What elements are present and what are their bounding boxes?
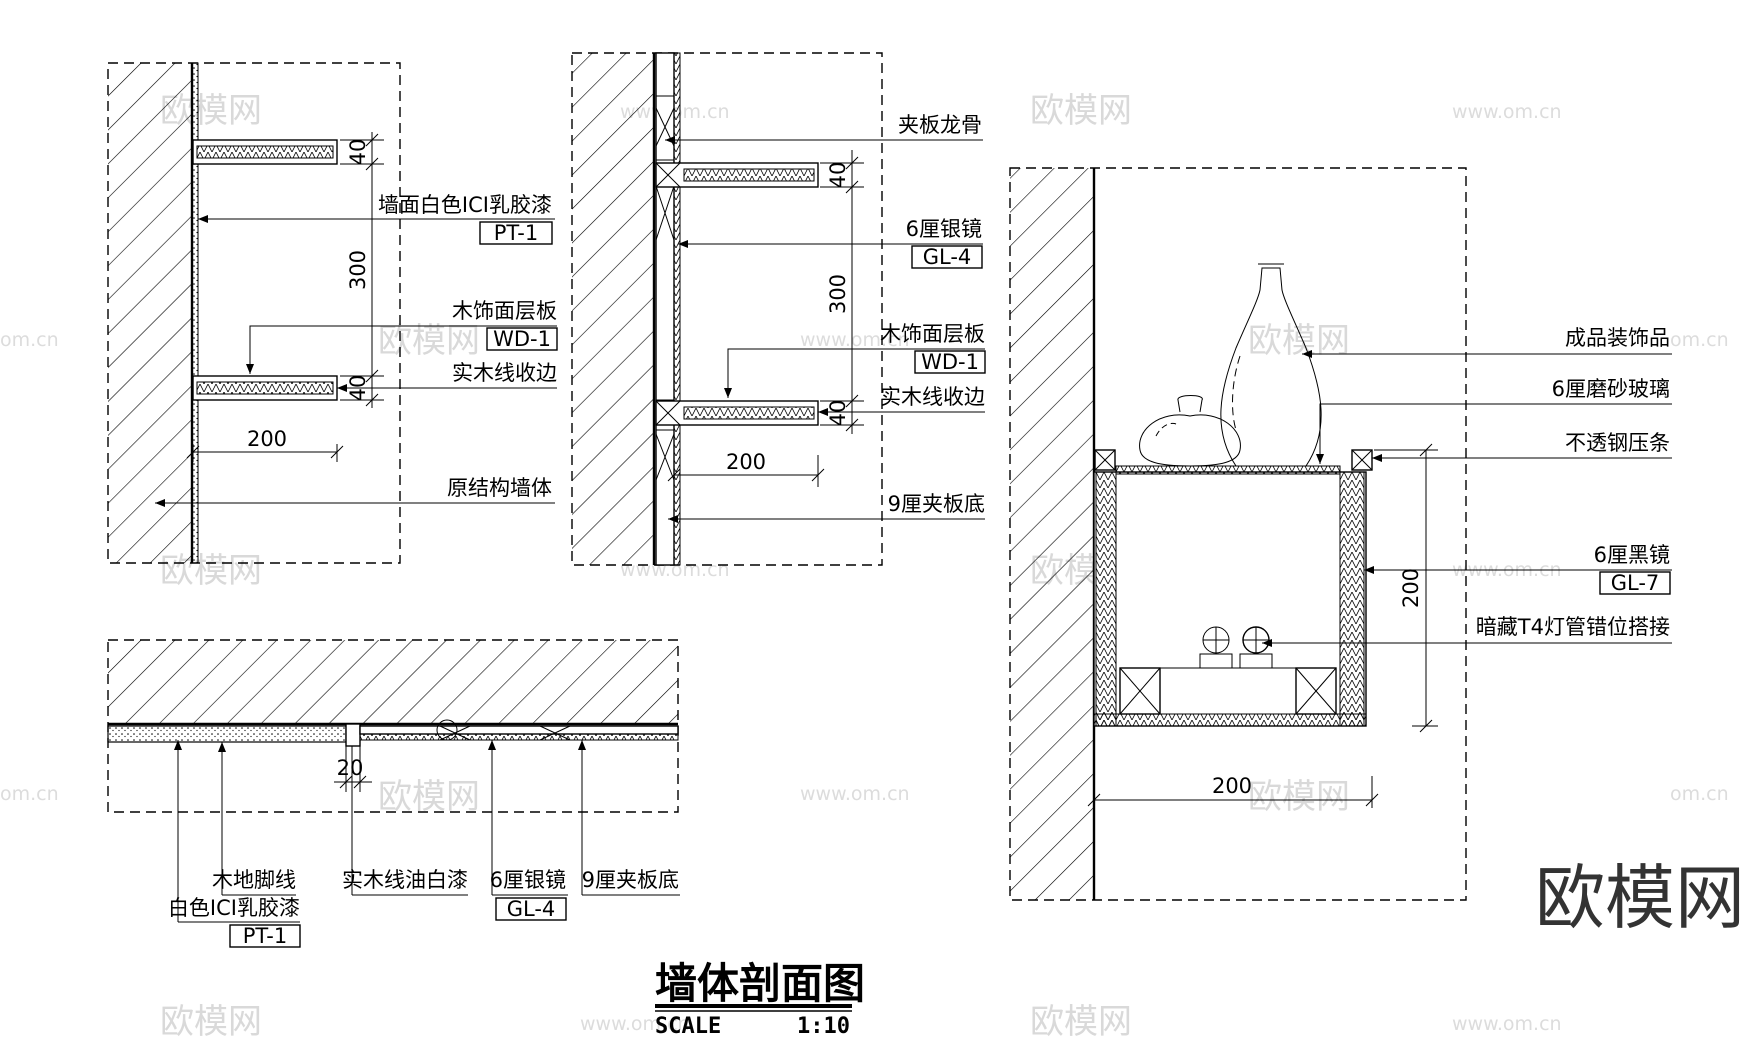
detail-a-label-wall: 原结构墙体 (447, 476, 552, 500)
watermark-url: om.cn (0, 329, 59, 351)
detail-c-label-plywood: 9厘夹板底 (582, 868, 679, 892)
detail-c-label-skirting: 木地脚线 (212, 868, 296, 892)
watermark-layer: 欧模网 欧模网 欧模网 欧模网 欧模网 欧模网 欧模网 欧模网 欧模网 欧模网 … (0, 91, 1729, 1041)
detail-d-vase-small (1139, 414, 1241, 467)
detail-b-tag-mirror (911, 245, 983, 269)
detail-b-tag-veneer (914, 350, 986, 374)
watermark-brand: 欧模网 (378, 777, 480, 817)
watermark-url: www.om.cn (580, 1013, 690, 1035)
detail-b-dim-bottom: 40 (826, 400, 850, 427)
watermark-url: om.cn (1670, 329, 1729, 351)
detail-d-dim-height: 200 (1399, 568, 1423, 608)
drawing-title: 墙体剖面图 (655, 959, 865, 1008)
watermark-url: www.om.cn (1452, 1013, 1562, 1035)
detail-b-shelf-upper-core (683, 168, 815, 182)
detail-c-label-mirror: 6厘银镜 (490, 868, 566, 892)
detail-b-dim-width: 200 (726, 450, 766, 474)
detail-a-label-veneer: 木饰面层板 (452, 299, 557, 323)
detail-b-mirror-layer (673, 52, 681, 566)
watermark-url: om.cn (0, 783, 59, 805)
detail-a-tag-paint-code: PT-1 (494, 221, 539, 245)
detail-a-dim-width: 200 (247, 427, 287, 451)
detail-b-section: 40 300 40 200 夹板龙骨 6厘银镜 GL-4 木饰面层板 WD-1 … (571, 52, 986, 566)
watermark-brand: 欧模网 (1030, 1002, 1132, 1041)
detail-b-dim-middle: 300 (826, 274, 850, 314)
watermark-url: www.om.cn (1452, 101, 1562, 123)
detail-d-tag-black-mirror (1599, 571, 1671, 595)
detail-c-section: 20 木地脚线 白色ICI乳胶漆 PT-1 实木线油白漆 6厘银镜 GL-4 9… (107, 639, 680, 948)
detail-a-shelf-upper-core (196, 145, 334, 159)
detail-b-label-plywood: 9厘夹板底 (888, 492, 985, 516)
detail-d-vase-tall (1220, 267, 1322, 467)
detail-c-paint-strip (107, 725, 347, 743)
detail-c-label-trim: 实木线油白漆 (342, 868, 468, 892)
detail-b-wall-hatch (572, 53, 654, 565)
detail-b-tag-mirror-code: GL-4 (923, 245, 972, 269)
scale-label: SCALE (655, 1014, 721, 1039)
detail-c-label-paint: 白色ICI乳胶漆 (168, 896, 300, 920)
detail-b-frame (571, 52, 883, 566)
detail-b-label-keel: 夹板龙骨 (898, 113, 982, 137)
watermark-brand: 欧模网 (160, 1002, 262, 1041)
watermark-logo: 欧模网 (1535, 857, 1740, 939)
detail-a-tag-veneer-code: WD-1 (493, 327, 551, 351)
detail-c-tag-mirror (495, 897, 567, 921)
detail-b-label-edge: 实木线收边 (880, 385, 985, 409)
watermark-brand: 欧模网 (1248, 777, 1350, 817)
detail-a-label-edge: 实木线收边 (452, 361, 557, 385)
detail-c-tag-paint-code: PT-1 (243, 924, 288, 948)
watermark-url: www.om.cn (800, 329, 910, 351)
watermark-brand: 欧模网 (378, 321, 480, 361)
detail-d-bottom-panel (1093, 713, 1367, 727)
detail-a-label-paint: 墙面白色ICI乳胶漆 (378, 193, 552, 217)
detail-a-wall-hatch (108, 63, 192, 563)
detail-b-keel-crosses (655, 95, 675, 481)
detail-a-paint-layer (191, 62, 199, 564)
detail-a-shelf-lower-core (196, 381, 334, 395)
watermark-brand: 欧模网 (1030, 91, 1132, 131)
detail-a-tag-paint (479, 221, 553, 245)
detail-d-label-black-mirror: 6厘黑镜 (1594, 543, 1670, 567)
detail-d-right-panel (1339, 471, 1365, 727)
detail-d-label-light: 暗藏T4灯管错位搭接 (1476, 615, 1670, 639)
detail-a-dim-middle: 300 (346, 250, 370, 290)
detail-d-label-strip: 不透钢压条 (1565, 431, 1670, 455)
title-block: 墙体剖面图 SCALE 1:10 (655, 959, 865, 1039)
detail-a-tag-veneer (486, 327, 558, 351)
detail-c-dim-gap: 20 (337, 756, 364, 780)
detail-b-keel-strip (655, 52, 675, 566)
detail-d-dim-width: 200 (1212, 774, 1252, 798)
detail-d-frosted-glass (1115, 465, 1341, 475)
detail-c-tag-mirror-code: GL-4 (507, 897, 556, 921)
detail-b-label-mirror: 6厘银镜 (906, 217, 982, 241)
detail-c-wall-hatch (108, 640, 678, 724)
scale-value: 1:10 (797, 1014, 850, 1039)
detail-c-tag-paint (229, 924, 301, 948)
detail-a-section: 40 300 40 200 墙面白色ICI乳胶漆 PT-1 木饰面层板 WD-1… (107, 62, 558, 564)
detail-d-tag-black-mirror-code: GL-7 (1611, 571, 1660, 595)
detail-d-label-ornament: 成品装饰品 (1565, 326, 1670, 350)
detail-c-plywood-strip (359, 725, 679, 735)
detail-c-mirror-strip (359, 733, 679, 741)
watermark-url: om.cn (1670, 783, 1729, 805)
detail-d-left-panel (1095, 471, 1117, 727)
detail-c-trim (345, 723, 361, 747)
detail-b-label-veneer: 木饰面层板 (880, 322, 985, 346)
detail-d-section: 200 200 成品装饰品 6厘磨砂玻璃 不透钢压条 6厘黑镜 GL-7 暗藏T… (1009, 167, 1672, 901)
detail-b-tag-veneer-code: WD-1 (921, 350, 979, 374)
detail-b-shelf-lower-core (683, 406, 815, 420)
detail-d-wall-hatch (1010, 168, 1094, 900)
watermark-brand: 欧模网 (1248, 321, 1350, 361)
watermark-url: www.om.cn (800, 783, 910, 805)
detail-b-dim-top: 40 (826, 162, 850, 189)
detail-a-dim-top: 40 (346, 139, 370, 166)
detail-d-label-glass: 6厘磨砂玻璃 (1552, 377, 1670, 401)
